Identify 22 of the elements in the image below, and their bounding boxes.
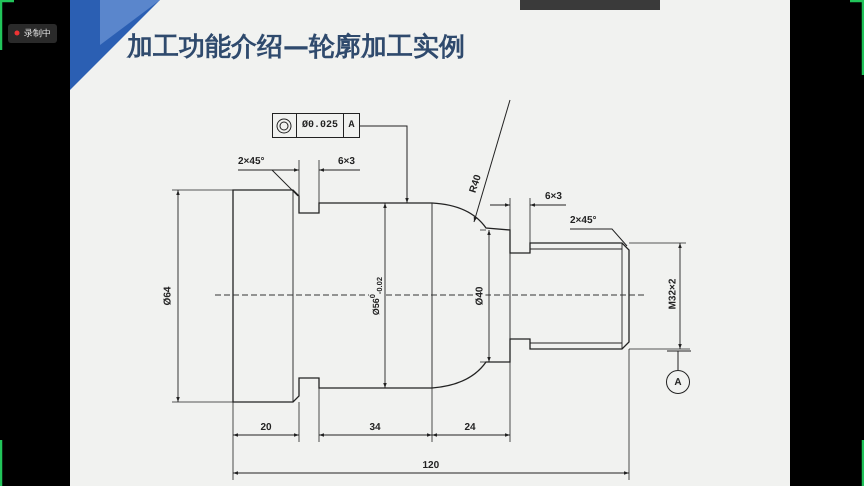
dimension-text: 120 bbox=[422, 461, 440, 471]
datum-symbol: A bbox=[666, 370, 690, 394]
feature-control-frame bbox=[272, 113, 360, 138]
slide-title: 加工功能介绍—轮廓加工实例 bbox=[127, 31, 465, 64]
dimension-text: Ø64 bbox=[162, 286, 173, 306]
chamfer-label: 2×45° bbox=[570, 216, 597, 226]
dimension-text: Ø40 bbox=[474, 286, 485, 306]
dimension-text: 34 bbox=[370, 423, 381, 433]
leader-line bbox=[360, 126, 409, 204]
leader-line bbox=[238, 170, 298, 196]
dimension-text: 24 bbox=[464, 423, 476, 433]
datum-reference: A bbox=[347, 119, 356, 133]
dimension-text: 6×3 bbox=[545, 192, 562, 202]
tolerance-value: Ø0.025 bbox=[297, 114, 344, 137]
recording-badge: 录制中 bbox=[8, 24, 57, 43]
dimension-text: 6×3 bbox=[338, 157, 355, 167]
leader-line bbox=[570, 228, 628, 246]
radius-label: R40 bbox=[468, 174, 484, 194]
dimension-text: 20 bbox=[260, 423, 272, 433]
dimension-text: M32×2 bbox=[668, 278, 678, 310]
leader-line bbox=[474, 100, 510, 222]
chamfer-label: 2×45° bbox=[238, 157, 265, 167]
